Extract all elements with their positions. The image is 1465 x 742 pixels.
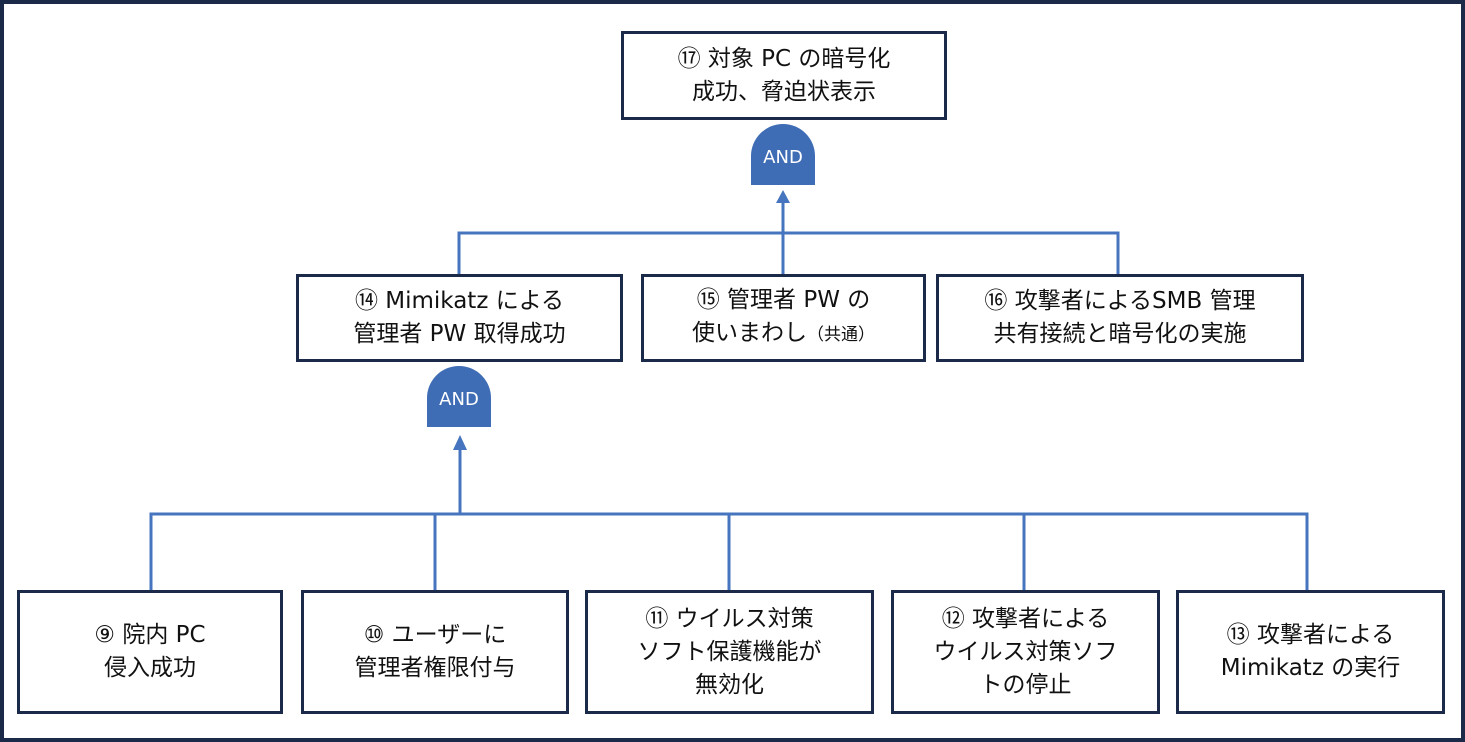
and-gate-mid-label: AND: [439, 389, 479, 410]
connector-mid-bus: [457, 231, 1120, 274]
arrowhead-mid: [453, 435, 467, 450]
basic-event-13: ⑬ 攻撃者による Mimikatz の実行: [1176, 590, 1445, 714]
top-event-box: ⑰ 対象 PC の暗号化 成功、脅迫状表示: [621, 31, 947, 120]
basic-event-10: ⑩ ユーザーに 管理者権限付与: [301, 590, 569, 714]
middle-event-14-label: ⑭ Mimikatz による 管理者 PW 取得成功: [353, 288, 566, 347]
and-gate-mid: AND: [427, 366, 491, 427]
basic-event-12-label: ⑫ 攻撃者による ウイルス対策ソフ トの停止: [933, 605, 1118, 698]
middle-event-14: ⑭ Mimikatz による 管理者 PW 取得成功: [296, 274, 623, 362]
middle-event-15-note: （共通）: [807, 325, 875, 345]
top-event-label: ⑰ 対象 PC の暗号化 成功、脅迫状表示: [677, 45, 891, 105]
basic-event-11-label: ⑪ ウイルス対策 ソフト保護機能が 無効化: [637, 605, 822, 698]
middle-event-16-label: ⑯ 攻撃者によるSMB 管理 共有接続と暗号化の実施: [984, 288, 1256, 347]
basic-event-10-label: ⑩ ユーザーに 管理者権限付与: [354, 622, 516, 681]
middle-event-15-label: ⑮ 管理者 PW の 使いまわし: [692, 287, 871, 346]
basic-event-11: ⑪ ウイルス対策 ソフト保護機能が 無効化: [585, 590, 874, 714]
middle-event-16: ⑯ 攻撃者によるSMB 管理 共有接続と暗号化の実施: [936, 274, 1304, 362]
and-gate-top: AND: [751, 124, 815, 185]
basic-event-12: ⑫ 攻撃者による ウイルス対策ソフ トの停止: [891, 590, 1160, 714]
middle-event-15: ⑮ 管理者 PW の 使いまわし（共通）: [641, 274, 926, 362]
basic-event-9-label: ⑨ 院内 PC 侵入成功: [94, 622, 206, 681]
and-gate-top-label: AND: [763, 147, 803, 168]
middle-event-15-text: ⑮ 管理者 PW の 使いまわし（共通）: [692, 284, 875, 352]
basic-event-9: ⑨ 院内 PC 侵入成功: [17, 590, 283, 714]
basic-event-13-label: ⑬ 攻撃者による Mimikatz の実行: [1220, 622, 1401, 681]
arrowhead-top: [776, 190, 790, 203]
